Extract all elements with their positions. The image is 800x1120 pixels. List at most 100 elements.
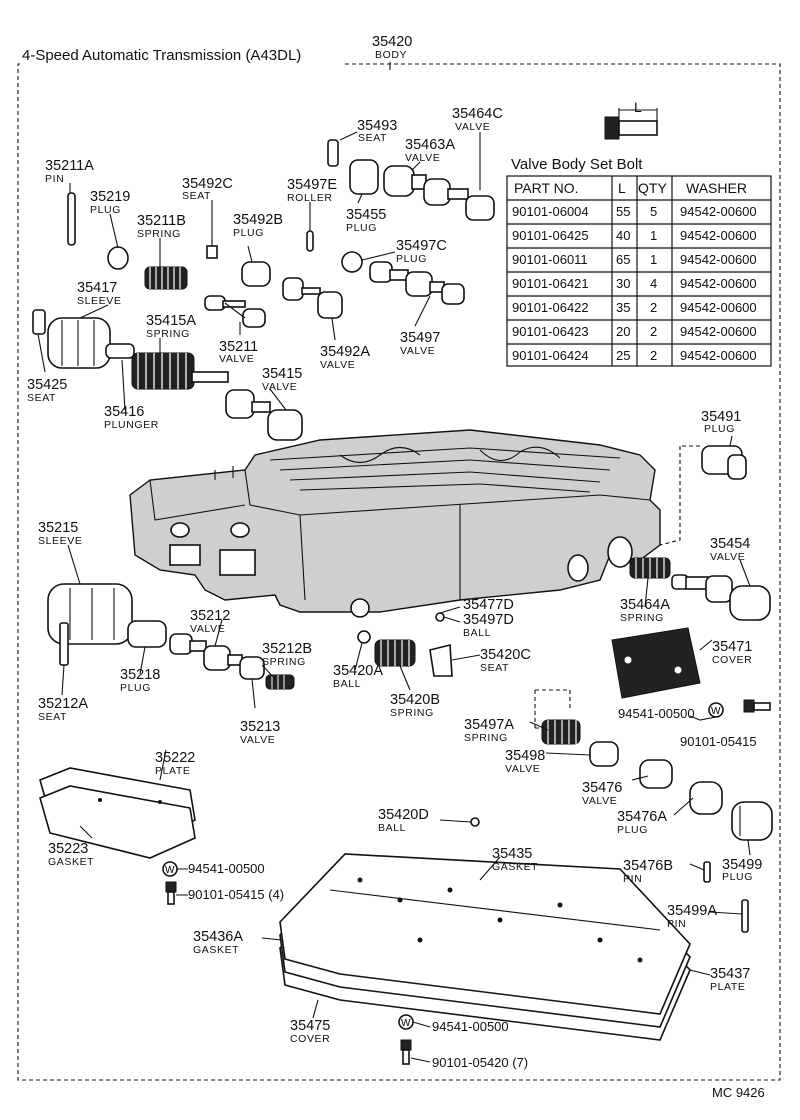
roller-35497E xyxy=(306,230,314,252)
bolt-90101-05415-x4: 90101-05415 (4) xyxy=(188,887,284,902)
svg-text:35476: 35476 xyxy=(582,780,622,796)
svg-text:SPRING: SPRING xyxy=(620,612,664,624)
svg-text:35420B: 35420B xyxy=(390,692,440,708)
svg-text:35212: 35212 xyxy=(190,608,230,624)
svg-text:35425: 35425 xyxy=(27,377,67,393)
cell-part-no: 90101-06422 xyxy=(512,300,589,315)
svg-text:35491: 35491 xyxy=(701,409,741,425)
cell-qty: 1 xyxy=(650,252,657,267)
valve-35498 xyxy=(589,741,619,767)
seat-35212A xyxy=(59,622,69,666)
svg-text:35476A: 35476A xyxy=(617,809,667,825)
plunger-35416 xyxy=(105,343,135,359)
svg-text:35222: 35222 xyxy=(155,750,195,766)
cell-part-no: 90101-06423 xyxy=(512,324,589,339)
cell-washer: 94542-00600 xyxy=(680,252,757,267)
svg-text:35215: 35215 xyxy=(38,520,78,536)
pin-35499A xyxy=(741,899,749,933)
valve-35415 xyxy=(191,371,303,441)
sleeve-35417 xyxy=(47,317,111,369)
valve-35213 xyxy=(239,656,265,680)
cover-35471 xyxy=(611,627,701,699)
svg-text:BALL: BALL xyxy=(463,627,491,639)
valve-35212 xyxy=(169,633,265,680)
washer-icon: W xyxy=(398,1014,414,1030)
plug-35455 xyxy=(349,159,379,195)
svg-text:SPRING: SPRING xyxy=(390,707,434,719)
svg-text:35455: 35455 xyxy=(346,207,386,223)
ball-35497D xyxy=(435,612,445,622)
svg-text:PLUG: PLUG xyxy=(233,227,264,239)
valve-35476 xyxy=(639,759,673,789)
col-header-qty: QTY xyxy=(638,180,667,196)
bolt-90101-05420-x7: 90101-05420 (7) xyxy=(432,1055,528,1070)
svg-text:35211A: 35211A xyxy=(45,158,94,174)
svg-text:35212B: 35212B xyxy=(262,641,312,657)
ball-35420A xyxy=(357,630,371,644)
spring-35212B xyxy=(265,674,295,690)
svg-text:GASKET: GASKET xyxy=(492,861,538,873)
cell-part-no: 90101-06011 xyxy=(512,252,588,267)
svg-text:35499A: 35499A xyxy=(667,903,717,919)
svg-text:35492A: 35492A xyxy=(320,344,370,360)
svg-text:PIN: PIN xyxy=(623,873,642,885)
svg-text:PLUG: PLUG xyxy=(90,204,121,216)
svg-text:35497C: 35497C xyxy=(396,238,447,254)
table-row: 90101-06011 65 1 94542-00600 xyxy=(512,252,757,267)
table-row: 90101-06424 25 2 94542-00600 xyxy=(512,348,757,363)
svg-text:PLATE: PLATE xyxy=(155,765,190,777)
valve-35497 xyxy=(369,261,465,305)
svg-text:35464A: 35464A xyxy=(620,597,670,613)
callout-35477D: 35477D xyxy=(463,597,514,613)
svg-text:PLUG: PLUG xyxy=(617,824,648,836)
svg-text:35477D: 35477D xyxy=(463,597,514,613)
spring-35415A xyxy=(131,352,195,390)
plug-35492B xyxy=(241,261,271,287)
spring-35420B xyxy=(374,639,416,667)
svg-text:35436A: 35436A xyxy=(193,929,243,945)
svg-text:35476B: 35476B xyxy=(623,858,673,874)
svg-text:SEAT: SEAT xyxy=(358,132,387,144)
bolt-icon xyxy=(165,881,177,905)
col-header-part-no: PART NO. xyxy=(514,180,579,196)
cell-qty: 4 xyxy=(650,276,657,291)
cell-part-no: 90101-06421 xyxy=(512,276,589,291)
spring-35464A xyxy=(629,557,671,579)
svg-text:COVER: COVER xyxy=(290,1033,330,1045)
plate-35222 xyxy=(39,767,196,859)
cell-part-no: 90101-06424 xyxy=(512,348,589,363)
valve-35211 xyxy=(204,295,266,328)
svg-text:SPRING: SPRING xyxy=(262,656,306,668)
seat-35493 xyxy=(327,139,339,167)
cell-part-no: 90101-06425 xyxy=(512,228,589,243)
cell-qty: 1 xyxy=(650,228,657,243)
svg-text:SEAT: SEAT xyxy=(27,392,56,404)
cell-l: 40 xyxy=(616,228,630,243)
svg-text:35463A: 35463A xyxy=(405,137,455,153)
bolt-90101-05415: 90101-05415 xyxy=(680,734,757,749)
svg-text:BALL: BALL xyxy=(378,822,406,834)
svg-text:SPRING: SPRING xyxy=(146,328,190,340)
ball-35420D xyxy=(470,817,480,827)
table-row: 90101-06423 20 2 94542-00600 xyxy=(512,324,757,339)
